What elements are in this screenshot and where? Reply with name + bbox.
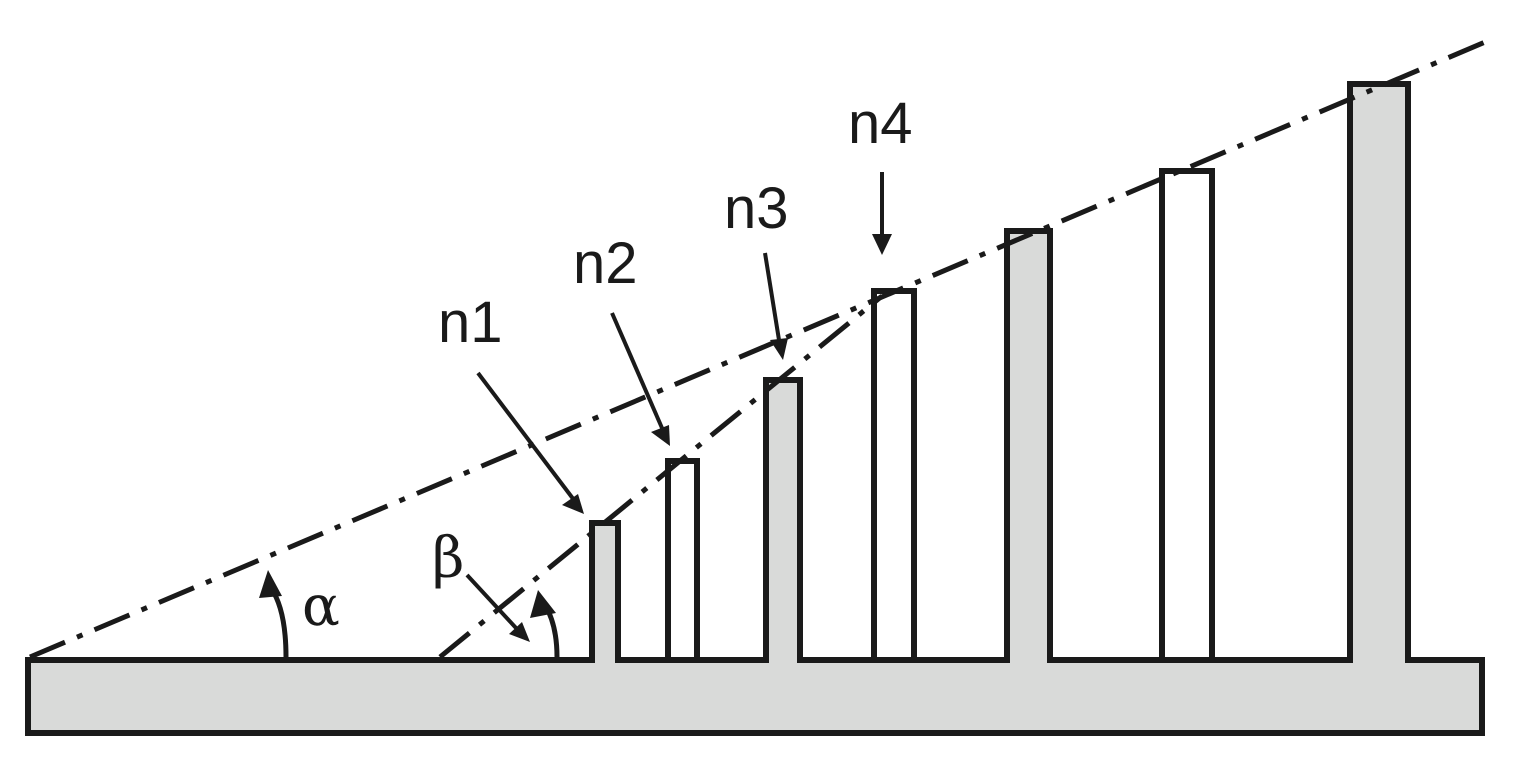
alpha-envelope-line	[29, 37, 1491, 660]
label-n4: n4	[848, 91, 913, 156]
beta-envelope-line	[438, 294, 884, 659]
n3-arrowhead	[770, 338, 788, 360]
n2-arrow-line	[610, 312, 664, 429]
beta-arrow-line	[465, 573, 518, 630]
base-plate	[25, 81, 1485, 736]
n1-arrowhead	[562, 494, 584, 514]
n4-arrowhead	[872, 234, 892, 255]
n3-arrow-line	[763, 252, 781, 341]
label-alpha: α	[302, 574, 340, 639]
label-n3: n3	[724, 176, 789, 241]
beta-arrowhead	[530, 590, 556, 618]
label-n2: n2	[573, 231, 638, 296]
alpha-arc	[268, 586, 289, 658]
white-fin-2	[871, 288, 917, 663]
beta-arrowhead-pointer	[509, 622, 530, 642]
white-fin-3	[1159, 168, 1215, 663]
n2-arrowhead	[651, 425, 670, 446]
alpha-arrowhead	[259, 570, 282, 598]
label-n1: n1	[438, 290, 503, 355]
white-fins-group	[665, 168, 1215, 663]
white-fin-1	[665, 458, 700, 663]
label-beta: β	[432, 526, 464, 591]
n1-arrow-line	[476, 371, 576, 502]
